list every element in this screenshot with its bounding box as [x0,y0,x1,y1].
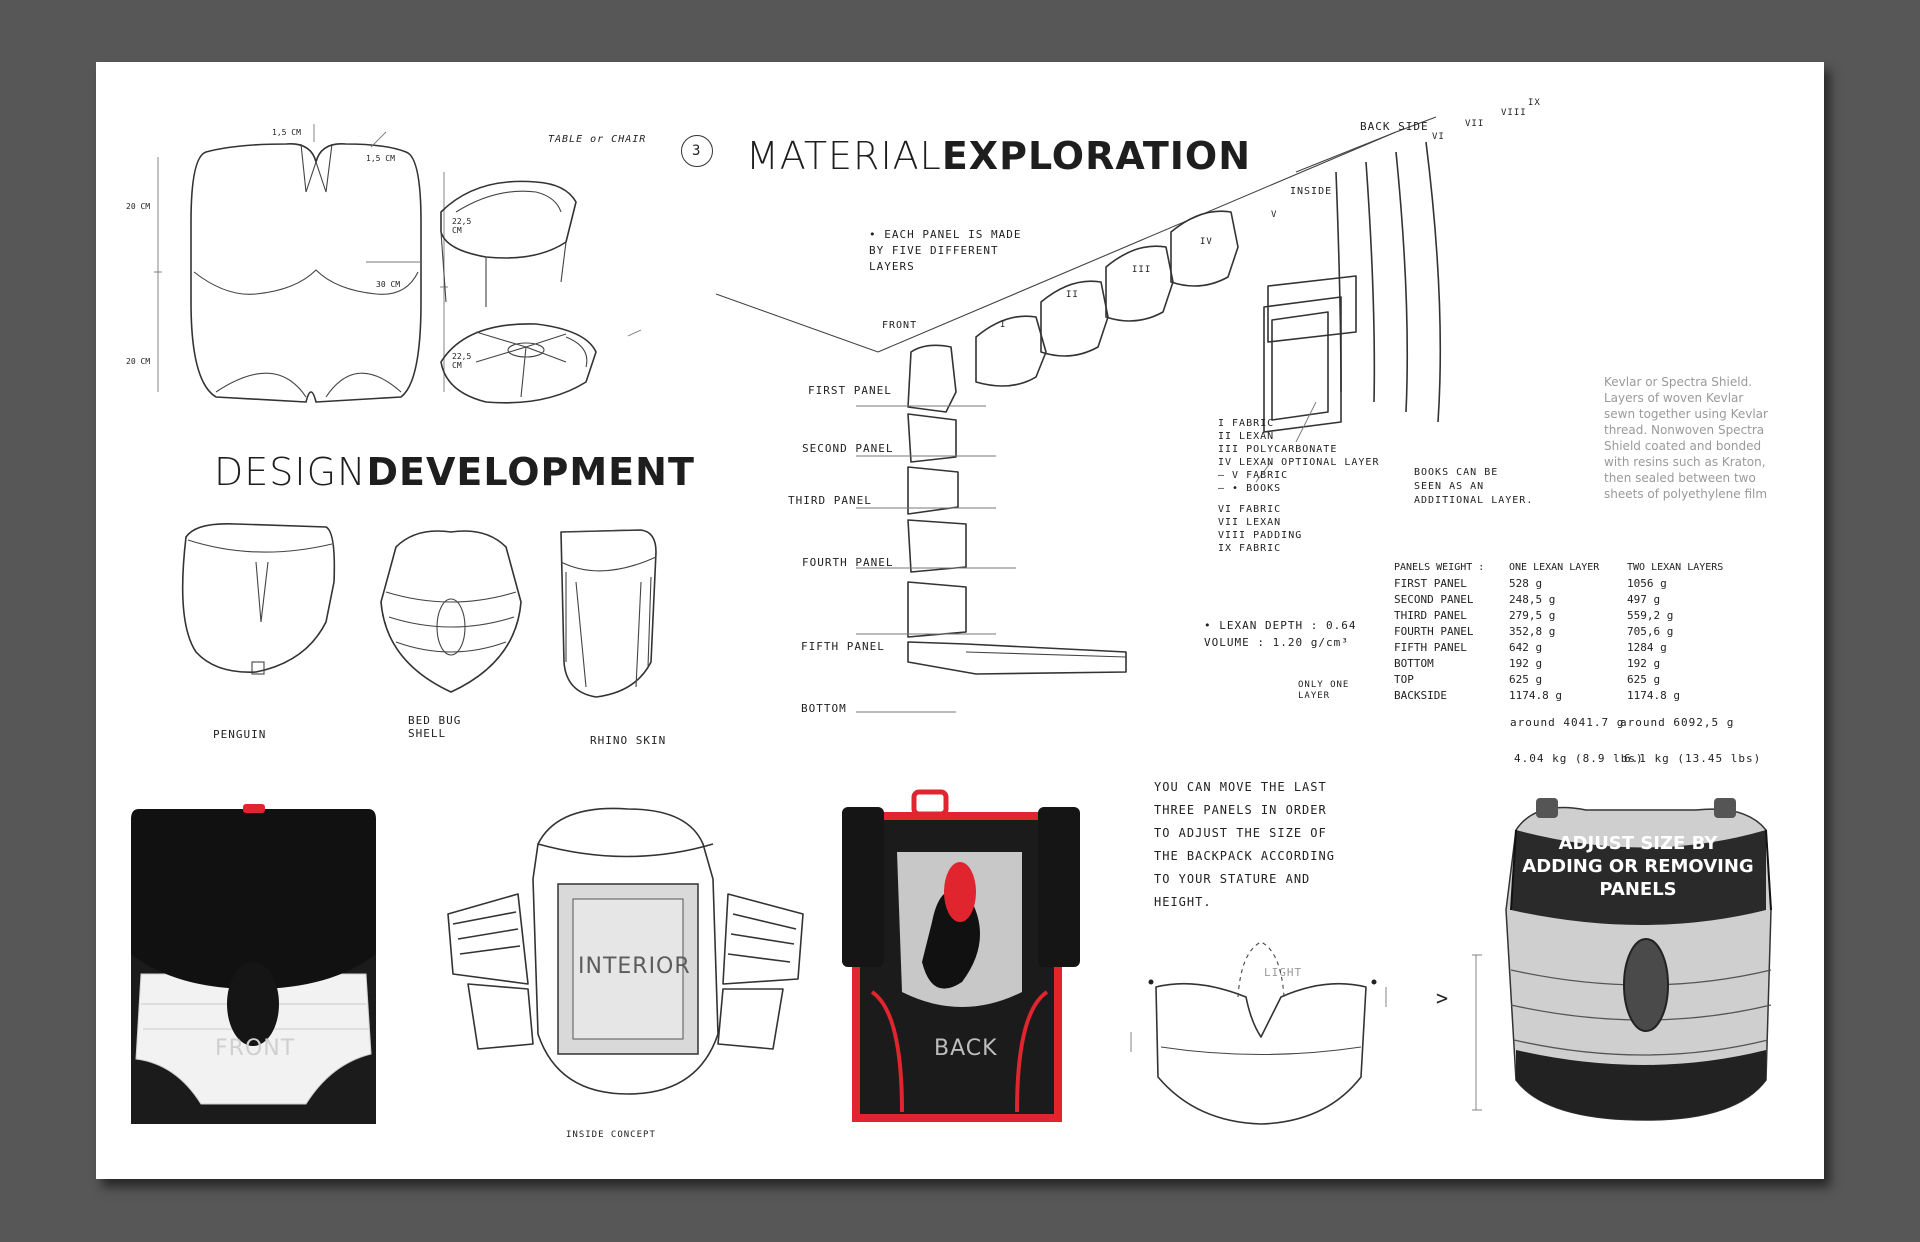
adjust-size-callout: ADJUST SIZE BY ADDING OR REMOVING PANELS [1522,833,1754,900]
one-lexan-cell: 642 g [1509,641,1543,654]
two-lexan-cell: 497 g [1627,593,1661,606]
two-lexan-cell: 625 g [1627,673,1661,686]
one-lexan-cell: 192 g [1509,657,1543,670]
dim-upper-left: 20 CM [126,202,151,211]
dim-side: 30 CM [376,280,401,289]
back-label-photo: BACK [934,1036,998,1061]
interior-label: INTERIOR [578,954,691,979]
panel-third: THIRD PANEL [788,494,872,507]
front-photo: FRONT [131,804,376,1124]
weight-table-row: BACKSIDE 1174.8 g 1174.8 g [1394,688,1724,704]
panel-cell: FIFTH PANEL [1394,641,1467,654]
front-label-photo: FRONT [215,1036,296,1061]
weight-table: PANELS WEIGHT : ONE LEXAN LAYER TWO LEXA… [1394,562,1724,704]
weight-table-row: TOP 625 g 625 g [1394,672,1724,688]
adjust-size-sketch: ADJUST SIZE BY ADDING OR REMOVING PANELS [1472,790,1781,1121]
one-lexan-cell: 352,8 g [1509,625,1556,638]
numeral-ix: IX [1528,98,1541,108]
dim-top: 1,5 CM [272,128,301,137]
numeral-ii: II [1066,290,1079,300]
numeral-vii: VII [1465,119,1485,129]
exploded-layers-diagram [715,116,1442,713]
two-lexan-cell: 1284 g [1627,641,1667,654]
only-one-layer: ONLY ONE LAYER [1298,680,1350,701]
weight-table-row: FOURTH PANEL 352,8 g 705,6 g [1394,624,1724,640]
total-two: around 6092,5 g [1620,716,1735,729]
dimensioned-backpack-sketch [154,124,448,403]
interior-sketch: INTERIOR [428,804,818,1119]
two-lexan-cell: 705,6 g [1627,625,1674,638]
inside-label: INSIDE [1290,186,1333,197]
dim-corner: 1,5 CM [366,154,395,163]
weight-table-row: THIRD PANEL 279,5 g 559,2 g [1394,608,1724,624]
concept-sketches [181,522,657,698]
dim-upper-right: 22,5 CM [452,217,472,235]
table-chair-label: TABLE or CHAIR [548,134,647,145]
rhino-label: RHINO SKIN [590,734,667,747]
weight-table-row: SECOND PANEL 248,5 g 497 g [1394,592,1724,608]
back-side-label: BACK SIDE [1360,120,1429,133]
panel-cell: FIRST PANEL [1394,577,1467,590]
weight-table-row: FIFTH PANEL 642 g 1284 g [1394,640,1724,656]
panel-cell: THIRD PANEL [1394,609,1467,622]
numeral-vi: VI [1432,132,1445,142]
table-chair-sketch [440,180,642,404]
kevlar-note: Kevlar or Spectra Shield. Layers of wove… [1604,375,1768,501]
dim-lower-right: 22,5 CM [452,352,472,370]
step-marker: 3 [681,135,713,167]
two-lexan-cell: 1174.8 g [1627,689,1680,702]
light-label: LIGHT [1264,966,1303,979]
numeral-iii: III [1132,265,1152,275]
penguin-label: PENGUIN [213,728,267,741]
presentation-sheet: 1,5 CM 1,5 CM 20 CM 20 CM 22,5 CM 22,5 C… [96,62,1824,1179]
two-lexan-cell: 559,2 g [1627,609,1674,622]
next-arrow: > [1436,986,1450,1010]
bed-bug-label: BED BUG SHELL [408,714,462,740]
inside-concept-label: INSIDE CONCEPT [566,1130,656,1140]
panel-first: FIRST PANEL [808,384,892,397]
numeral-i: I [1000,320,1007,330]
dim-lower-left: 20 CM [126,357,151,366]
back-photo: BACK [842,789,1080,1122]
two-lexan-cell: 1056 g [1627,577,1667,590]
one-lexan-cell: 279,5 g [1509,609,1556,622]
one-lexan-cell: 1174.8 g [1509,689,1562,702]
panel-second: SECOND PANEL [802,442,894,455]
panel-fifth: FIFTH PANEL [801,640,885,653]
design-development-heading: DESIGNDEVELOPMENT [214,450,695,494]
weight-table-row: FIRST PANEL 528 g 1056 g [1394,576,1724,592]
kg-two: 6.1 kg (13.45 lbs) [1624,752,1762,765]
numeral-viii: VIII [1501,108,1527,118]
one-lexan-cell: 528 g [1509,577,1543,590]
panel-cell: SECOND PANEL [1394,593,1474,606]
numeral-iv: IV [1200,237,1213,247]
panel-cell: FOURTH PANEL [1394,625,1474,638]
two-lexan-cell: 192 g [1627,657,1661,670]
panel-fourth: FOURTH PANEL [802,556,894,569]
front-label: FRONT [882,320,918,331]
one-lexan-cell: 625 g [1509,673,1543,686]
panel-cell: BOTTOM [1394,657,1434,670]
one-lexan-cell: 248,5 g [1509,593,1556,606]
open-backpack-sketch [1130,941,1387,1125]
kg-one: 4.04 kg (8.9 lbs) [1514,752,1644,765]
panel-cell: TOP [1394,673,1414,686]
total-one: around 4041.7 g [1510,716,1625,729]
panel-bottom: BOTTOM [801,702,847,715]
numeral-v: V [1271,210,1278,220]
weight-table-row: BOTTOM 192 g 192 g [1394,656,1724,672]
panel-cell: BACKSIDE [1394,689,1447,702]
material-exploration-heading: MATERIALEXPLORATION [746,134,1251,178]
